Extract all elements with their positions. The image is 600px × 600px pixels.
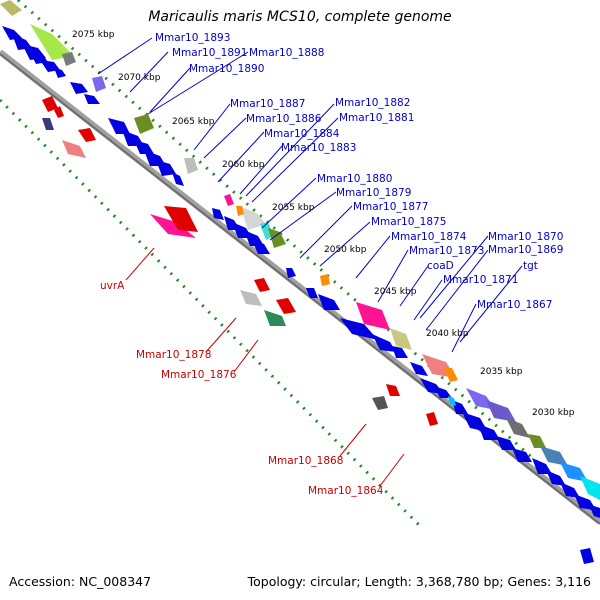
label-leader-lines-reverse	[125, 247, 405, 487]
gene-block	[224, 194, 234, 206]
rna-gene	[42, 96, 58, 112]
gene-block	[268, 228, 286, 248]
outer-scale-dots	[17, 0, 600, 520]
gene-block	[264, 310, 286, 326]
gene-block	[150, 214, 196, 238]
gene-label: Mmar10_1891	[172, 47, 247, 59]
gene-label: Mmar10_1886	[246, 113, 322, 125]
gene-label: Mmar10_1887	[230, 98, 305, 110]
gene-block	[320, 274, 330, 286]
gene-block	[62, 140, 86, 158]
gene-label: Mmar10_1879	[336, 187, 411, 199]
scale-label: 2055 kbp	[272, 203, 315, 213]
genome-summary-text: Topology: circular; Length: 3,368,780 bp…	[247, 574, 591, 589]
gene-block	[356, 302, 390, 330]
gene-label: Mmar10_1888	[249, 47, 324, 59]
accession-text: Accession: NC_008347	[9, 574, 152, 589]
gene-block	[372, 396, 388, 410]
gene-block	[0, 0, 22, 16]
reverse-gene-labels: uvrA Mmar10_1878 Mmar10_1876 Mmar10_1868…	[100, 280, 384, 497]
map-title: Maricaulis maris MCS10, complete genome	[148, 9, 452, 25]
gene-block	[184, 158, 198, 174]
gene-label: Mmar10_1882	[335, 97, 410, 109]
scale-label: 2050 kbp	[324, 245, 367, 255]
gene-label: Mmar10_1878	[136, 349, 211, 361]
gene-block	[390, 328, 412, 350]
gene-label: uvrA	[100, 280, 125, 292]
gene-label: coaD	[427, 260, 454, 272]
label-leader-lines-forward	[97, 37, 523, 353]
forward-gene-labels: Mmar10_1893 Mmar10_1891 Mmar10_1888 Mmar…	[155, 32, 563, 311]
gene-label: Mmar10_1875	[371, 216, 446, 228]
gene-block	[240, 206, 266, 230]
gene-label: Mmar10_1884	[264, 128, 340, 140]
gene-label: Mmar10_1877	[353, 201, 428, 213]
gene-block	[236, 206, 244, 216]
rna-gene	[426, 412, 438, 426]
scale-label: 2035 kbp	[480, 367, 523, 377]
gene-label: Mmar10_1873	[409, 245, 484, 257]
inner-scale-dots	[0, 98, 422, 528]
gene-label: Mmar10_1883	[281, 142, 356, 154]
gene-block	[528, 434, 546, 448]
gene-label: Mmar10_1893	[155, 32, 230, 44]
gene-label: Mmar10_1864	[308, 485, 384, 497]
gene-block	[92, 76, 106, 92]
gene-label: Mmar10_1868	[268, 455, 343, 467]
scale-label: 2075 kbp	[72, 30, 115, 40]
gene-label: Mmar10_1876	[161, 369, 237, 381]
gene-label: Mmar10_1870	[488, 231, 563, 243]
gene-block	[134, 114, 154, 134]
gene-block	[62, 52, 76, 66]
gene-block	[42, 118, 54, 130]
gene-block	[486, 400, 516, 422]
scale-label: 2045 kbp	[374, 287, 417, 297]
rna-gene	[386, 384, 400, 396]
rna-gene	[78, 128, 96, 142]
scale-label: 2040 kbp	[426, 329, 469, 339]
gene-label: Mmar10_1869	[488, 244, 563, 256]
scale-label: 2060 kbp	[222, 160, 265, 170]
scale-label: 2065 kbp	[172, 117, 215, 127]
gene-block	[448, 396, 456, 406]
gene-label: Mmar10_1871	[443, 274, 518, 286]
gene-block	[240, 290, 262, 306]
gene-block	[540, 446, 568, 466]
scale-label: 2070 kbp	[118, 73, 161, 83]
gene-block	[444, 368, 458, 382]
gene-label: Mmar10_1890	[189, 63, 264, 75]
reverse-genes	[42, 96, 456, 426]
gene-block	[506, 418, 530, 438]
gene-block	[30, 24, 74, 60]
gene-label: Mmar10_1880	[317, 173, 392, 185]
rna-gene	[254, 278, 270, 292]
forward-cds-arrows	[2, 26, 600, 564]
gene-label: Mmar10_1881	[339, 112, 414, 124]
rna-gene	[164, 206, 198, 232]
rna-gene	[276, 298, 296, 314]
gene-block	[580, 476, 600, 500]
gene-label: tgt	[523, 260, 538, 272]
scale-label: 2030 kbp	[532, 408, 575, 418]
scale-labels: 2075 kbp 2070 kbp 2065 kbp 2060 kbp 2055…	[72, 30, 575, 418]
rna-gene	[54, 106, 64, 118]
gene-label: Mmar10_1867	[477, 299, 552, 311]
gene-label: Mmar10_1874	[391, 231, 467, 243]
